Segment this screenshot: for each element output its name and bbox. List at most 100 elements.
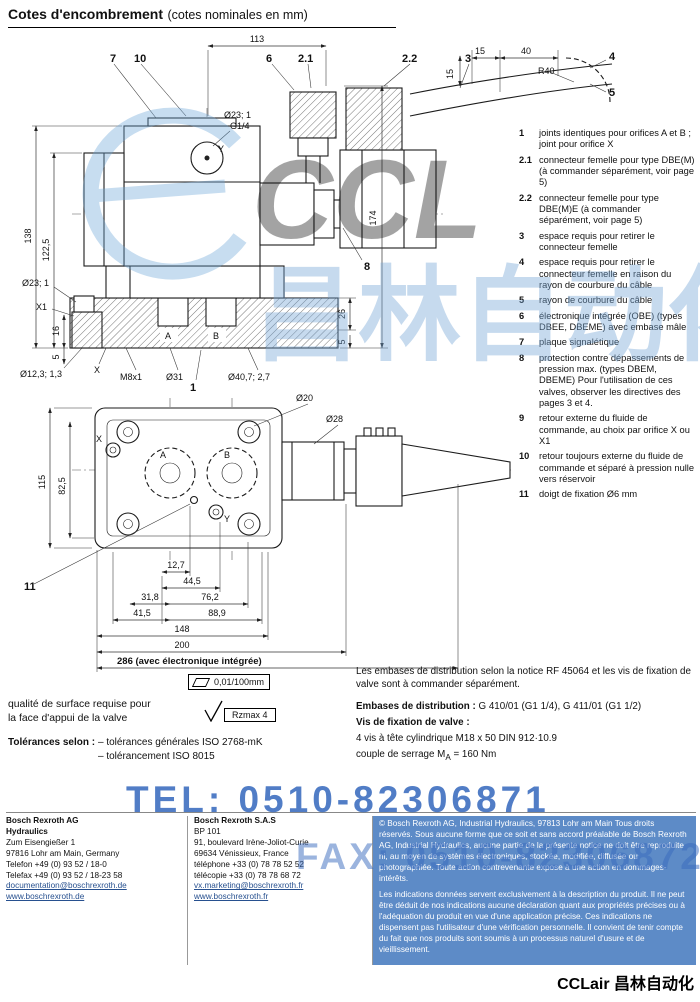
callout-2-1: 2.1 [298,53,313,65]
ordering-notes: Les embases de distribution selon la not… [356,666,694,766]
labels-top: Ø20 Ø28 115 82,5 X A B Y 12,7 44,5 31,8 … [24,393,343,667]
callout-6: 6 [266,53,272,65]
dim-115: 115 [37,475,47,489]
label-a-top: A [160,450,166,460]
dim-15-vertical: 15 [445,69,455,79]
surface-quality-note: 0,01/100mm Rzmax 4 qualité de surface re… [8,672,353,764]
bolts-line-2: couple de serrage MA = 160 Nm [356,749,694,764]
legend-text: doigt de fixation Ø6 mm [539,489,638,500]
web-link-fr[interactable]: www.boschrexroth.fr [194,892,269,902]
roughness-symbol: Rzmax 4 [204,700,276,722]
dim-15-top: 15 [475,46,485,56]
legend-num: 9 [519,413,525,424]
notes-intro: Les embases de distribution selon la not… [356,666,691,690]
legend-item-4: 4 espace requis pour retirer le connecteu… [519,257,695,291]
legend-num: 4 [519,257,525,268]
torque-sub: A [445,752,451,762]
phone-de: Telefon +49 (0) 93 52 / 18-0 [6,859,107,869]
legend-text: retour externe du fluide de commande, au… [539,413,690,446]
callout-4: 4 [609,51,616,63]
legend-num: 7 [519,337,525,348]
legend-item-9: 9 retour externe du fluide de commande, a… [519,413,695,447]
label-x-top: X [96,434,102,444]
web-link-de[interactable]: www.boschrexroth.de [6,892,85,902]
dim-88-9: 88,9 [208,608,226,618]
dim-286: 286 (avec électronique intégrée) [117,656,262,667]
title-sub: (cotes nominales en mm) [167,8,308,22]
dim-dia20: Ø20 [296,393,313,403]
flatness-value: 0,01/100mm [214,677,265,687]
legend-text: espace requis pour retirer le connecteur… [539,230,655,252]
fax-de: Telefax +49 (0) 93 52 / 18-23 58 [6,870,123,880]
legend-num: 5 [519,295,525,306]
fax-fr: télécopie +33 (0) 78 78 68 72 [194,870,301,880]
legend-text: espace requis pour retirer le connecteur… [539,257,672,290]
tolerance-line-1: – tolérances générales ISO 2768-mK [98,737,263,748]
label-dia23: Ø23; 1 [22,278,49,288]
label-y: Y [218,144,224,154]
dimension-lines-side [32,44,607,381]
address-de-1: Zum Eisengießer 1 [6,837,76,847]
address-fr-1: 91, boulevard Irène-Joliot-Curie [194,837,309,847]
address-fr-2: 69634 Vénissieux, France [194,848,289,858]
legend-num: 11 [519,489,529,500]
dim-r40: R40 [538,66,555,76]
legend-text: connecteur femelle pour type DBE(M) (à c… [539,154,695,188]
valve-top-outline [72,398,512,560]
legend-text: électronique intégrée (OBE) (types DBEE,… [539,310,687,332]
legend-num: 10 [519,451,530,462]
dim-dia28: Ø28 [326,414,343,424]
legend-text: plaque signalétique [539,337,620,348]
company-name-de: Bosch Rexroth AG [6,816,79,825]
email-link-fr[interactable]: vx.marketing@boschrexroth.fr [194,881,304,891]
subplate-label: Embases de distribution : [356,701,476,713]
label-dia12: Ø12,3; 1,3 [20,369,62,379]
surface-line-2: la face d'appui de la valve [8,712,128,724]
label-dia40-7: Ø40,7; 2,7 [228,372,270,382]
dim-113: 113 [250,34,264,44]
legend-num: 2.2 [519,192,532,203]
disclaimer-paragraph: Les indications données servent exclusiv… [379,890,685,954]
legend-text: protection contre dépassements de pressi… [539,352,685,408]
footer-col-germany: Bosch Rexroth AG Hydraulics Zum Eisengie… [6,816,187,965]
legend-text: joints identiques pour orifices A et B ;… [539,128,691,150]
company-name-fr: Bosch Rexroth S.A.S [194,816,276,825]
dim-138: 138 [23,228,33,243]
roughness-check-icon [204,700,223,722]
tolerance-line-2: – tolérancement ISO 8015 [98,750,215,762]
dim-5-left: 5 [51,354,61,359]
address-fr-0: BP 101 [194,826,221,836]
callout-5: 5 [609,87,615,99]
callout-8: 8 [364,261,370,273]
callout-3: 3 [465,53,471,65]
dim-200: 200 [174,640,189,650]
dim-16: 16 [51,326,61,336]
dim-174: 174 [368,210,378,225]
footer-col-copyright: © Bosch Rexroth AG, Industrial Hydraulic… [372,816,696,965]
label-port-a: A [165,331,171,341]
legend-item-6: 6 électronique intégrée (OBE) (types DBEE… [519,311,695,334]
valve-side-outline [69,57,613,349]
label-b-top: B [224,450,230,460]
dim-5-right: 5 [337,339,347,344]
footer-col-france: Bosch Rexroth S.A.S BP 101 91, boulevard… [187,816,368,965]
dim-44-5: 44,5 [183,576,201,586]
roughness-value: Rzmax 4 [224,708,276,722]
callout-1: 1 [190,382,196,394]
email-link-de[interactable]: documentation@boschrexroth.de [6,881,127,891]
legend-item-11: 11 doigt de fixation Ø6 mm [519,489,695,500]
subplate-value: G 410/01 (G1 1/4), G 411/01 (G1 1/2) [478,701,642,713]
callout-7: 7 [110,53,116,65]
dim-148: 148 [174,624,189,634]
legend-num: 6 [519,310,525,321]
page-title: Cotes d'encombrement (cotes nominales en… [8,6,396,28]
torque-value: = 160 Nm [450,748,497,760]
torque-prefix: couple de serrage M [356,748,446,760]
